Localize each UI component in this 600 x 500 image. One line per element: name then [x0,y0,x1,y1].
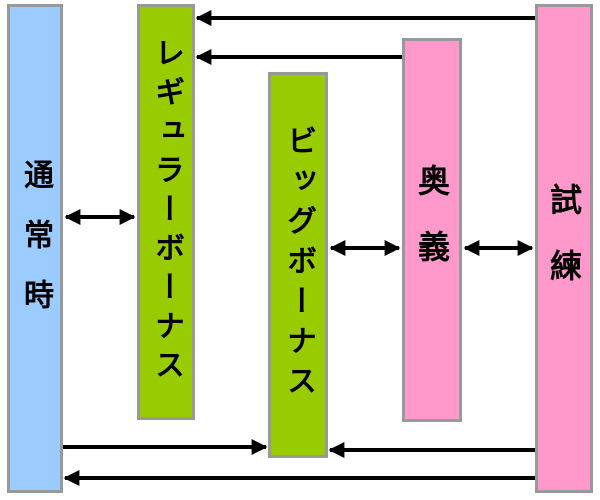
ougi-box: 奥義 [402,38,462,422]
regular-bonus-label: レギュラーボーナス [149,36,184,388]
big-bonus-box: ビッグボーナス [268,72,328,458]
big-bonus-label: ビッグボーナス [281,125,316,405]
normal-state-box: 通常時 [7,4,63,493]
shiren-box: 試練 [535,4,593,493]
ougi-label: 奥義 [413,164,451,296]
normal-state-label: 通常時 [18,158,53,339]
shiren-label: 試練 [545,182,583,315]
regular-bonus-box: レギュラーボーナス [137,4,195,420]
